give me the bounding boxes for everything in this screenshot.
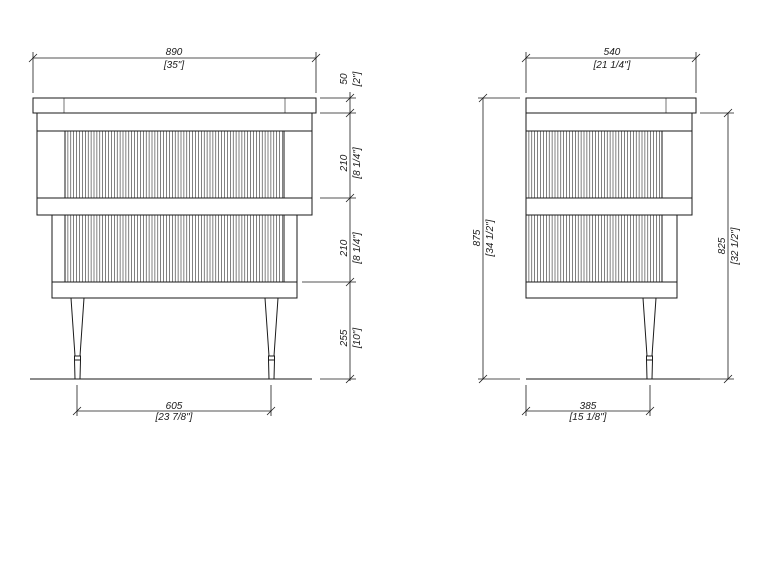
front-upper-flutes	[67, 131, 283, 198]
side-leg-foot	[645, 359, 654, 380]
side-top-slab	[525, 97, 697, 114]
side-total-height-mm: 875	[472, 229, 483, 246]
dimension-front-width: 890 [35"]	[28, 47, 321, 93]
front-width-inch: [35"]	[163, 60, 184, 71]
side-upper-post	[661, 130, 693, 199]
side-leg-span-mm: 385	[580, 401, 597, 412]
side-leg	[642, 297, 657, 357]
front-leg-span-inch: [23 7/8"]	[155, 412, 193, 423]
side-total-height-inch: [34 1/2"]	[485, 219, 496, 257]
front-width-mm: 890	[166, 47, 183, 58]
dimension-side-body-height	[700, 108, 734, 384]
leg-height-inch: [10"]	[352, 328, 363, 349]
front-lower-flutes	[67, 215, 283, 282]
top-thickness-mm: 50	[339, 73, 350, 85]
front-lower-drawer	[64, 214, 285, 283]
side-view: 540 [21 1/4"] 875 [34 1/2"] 825 [32 1/2"…	[472, 47, 741, 423]
dimension-side-depth: 540 [21 1/4"]	[521, 47, 701, 93]
side-body-height-inch: [32 1/2"]	[730, 227, 741, 265]
front-upper-right-post	[283, 130, 313, 199]
front-right-leg-ring	[268, 355, 275, 361]
side-leg-span-inch: [15 1/8"]	[569, 412, 607, 423]
dimension-side-total-height	[478, 93, 520, 384]
front-view: 890 [35"] 50 [2"] 210 [8 1/4"] 210 [8 1/…	[28, 47, 363, 423]
front-upper-left-post	[36, 130, 66, 199]
leg-height-mm: 255	[339, 329, 350, 347]
front-right-leg-foot	[267, 359, 276, 380]
front-leg-span-mm: 605	[166, 401, 183, 412]
dimension-front-vertical-chain	[302, 92, 356, 384]
side-depth-mm: 540	[604, 47, 621, 58]
lower-drawer-inch: [8 1/4"]	[352, 232, 363, 265]
front-right-leg	[264, 297, 279, 357]
lower-drawer-mm: 210	[339, 239, 350, 257]
side-leg-ring	[646, 355, 653, 361]
upper-drawer-inch: [8 1/4"]	[352, 147, 363, 180]
front-left-leg-ring	[74, 355, 81, 361]
dimension-front-leg-span: 605 [23 7/8"]	[72, 385, 276, 423]
side-lower-flutes	[528, 215, 660, 282]
front-left-leg-foot	[73, 359, 82, 380]
dimension-side-leg-span: 385 [15 1/8"]	[521, 385, 655, 423]
front-upper-drawer	[64, 130, 285, 199]
side-body-height-mm: 825	[717, 237, 728, 254]
side-depth-inch: [21 1/4"]	[593, 60, 631, 71]
front-top-slab	[32, 97, 317, 114]
top-thickness-inch: [2"]	[352, 71, 363, 87]
upper-drawer-mm: 210	[339, 154, 350, 172]
front-left-leg	[70, 297, 85, 357]
side-upper-flutes	[528, 131, 660, 198]
